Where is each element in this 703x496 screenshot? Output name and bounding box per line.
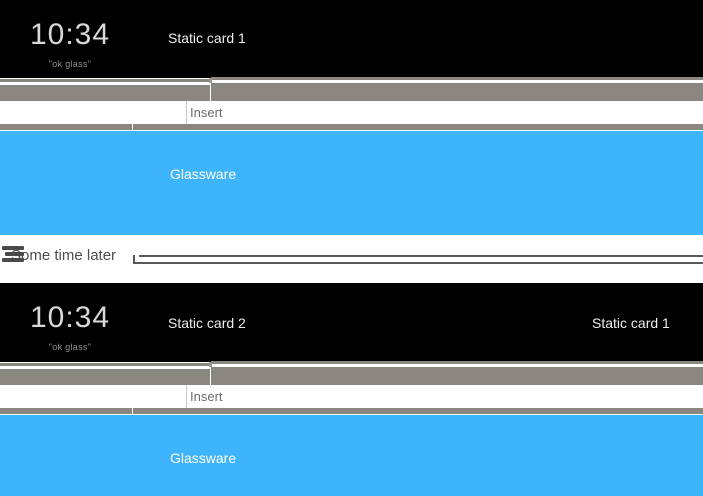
- glassware-label-bottom: Glassware: [170, 450, 237, 466]
- timeline-insert-notch-top: [209, 78, 212, 83]
- glass-clock-group-bottom: 10:34 "ok glass": [0, 301, 140, 353]
- separator-rule-tick: [133, 255, 135, 264]
- timeline-rail-top-right: [211, 83, 703, 101]
- insert-label-bottom: Insert: [190, 389, 223, 404]
- clock-time: 10:34: [29, 301, 111, 334]
- timeline-rail-lower-bottom-left: [0, 408, 132, 414]
- insert-label-top: Insert: [190, 105, 223, 120]
- clock-time: 10:34: [29, 18, 111, 51]
- static-card-2-label: Static card 2: [168, 315, 246, 331]
- timeline-card-glassware-top: Glassware: [0, 131, 703, 235]
- timeline-rail-thin-bottom-left: [0, 363, 210, 366]
- static-card-1-label-top: Static card 1: [168, 30, 246, 46]
- separator-rule-lower: [133, 262, 703, 264]
- separator-rule-upper: [139, 255, 703, 257]
- timeline-insert-notch-bottom: [209, 362, 212, 367]
- glassware-label-top: Glassware: [170, 166, 237, 182]
- timeline-rail-thin-top-right: [211, 77, 703, 80]
- timeline-rail-bottom-left: [0, 369, 210, 385]
- timeline-rail-top-left: [0, 85, 210, 101]
- timeline-card-home-bottom: 10:34 "ok glass" Static card 2 Static ca…: [0, 283, 703, 362]
- stack-arrow-icon: [2, 246, 28, 266]
- static-card-1-label-bottom: Static card 1: [592, 315, 670, 331]
- timeline-rail-thin-bottom-right: [211, 361, 703, 364]
- insert-divider-bottom: [186, 385, 187, 408]
- timeline-rail-lower-bottom-right: [133, 408, 703, 414]
- timeline-card-glassware-bottom: Glassware: [0, 415, 703, 496]
- separator-band: [0, 240, 703, 282]
- insert-row-bottom: [0, 385, 703, 408]
- insert-row-top: [0, 101, 703, 124]
- voice-hint-label: "ok glass": [48, 342, 92, 352]
- timeline-card-home-top: 10:34 "ok glass" Static card 1: [0, 0, 703, 78]
- insert-divider-top: [186, 101, 187, 124]
- timeline-rail-lower-top-right: [133, 124, 703, 130]
- voice-hint-label: "ok glass": [48, 59, 92, 69]
- timeline-rail-thin-top-left: [0, 79, 210, 82]
- timeline-rail-bottom-right: [211, 367, 703, 385]
- glass-clock-group-top: 10:34 "ok glass": [0, 18, 140, 70]
- timeline-rail-lower-top-left: [0, 124, 132, 130]
- some-time-later-label: Some time later: [11, 247, 117, 264]
